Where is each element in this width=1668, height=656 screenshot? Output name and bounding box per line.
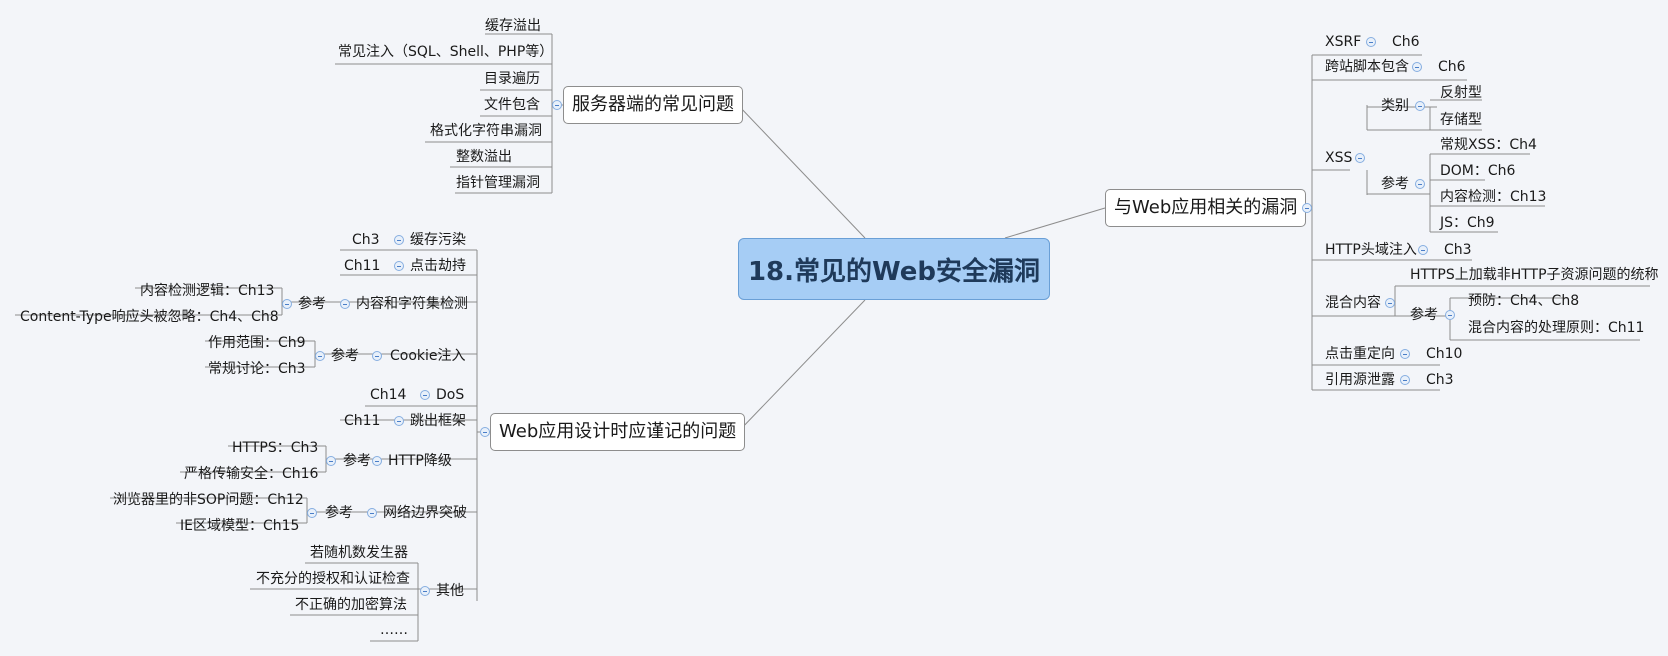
- node-referer-leak[interactable]: 引用源泄露: [1325, 372, 1395, 388]
- node-xss[interactable]: XSS: [1325, 150, 1353, 166]
- ref-label: 参考: [298, 296, 326, 312]
- ref-ch3: Ch3: [352, 232, 380, 248]
- leaf-stored: 存储型: [1440, 112, 1482, 128]
- ref-content-logic: 内容检测逻辑：Ch13: [140, 283, 275, 299]
- ref-ch11: Ch11: [344, 413, 381, 429]
- node-pointer-mgmt[interactable]: 指针管理漏洞: [456, 175, 540, 191]
- collapse-icon[interactable]: [1415, 101, 1425, 111]
- leaf-reflected: 反射型: [1440, 85, 1482, 101]
- branch-design-issues[interactable]: Web应用设计时应谨记的问题: [490, 413, 746, 451]
- collapse-icon[interactable]: [372, 456, 382, 466]
- branch-web-vulns[interactable]: 与Web应用相关的漏洞: [1105, 189, 1307, 227]
- collapse-icon[interactable]: [1445, 310, 1455, 320]
- leaf-mixed-rule: 混合内容的处理原则：Ch11: [1468, 320, 1645, 336]
- leaf-mixed-def: HTTPS上加载非HTTP子资源问题的统称: [1410, 267, 1659, 283]
- node-other[interactable]: 其他: [436, 583, 464, 599]
- node-clickjacking[interactable]: 点击劫持: [410, 258, 466, 274]
- node-dos[interactable]: DoS: [436, 387, 465, 403]
- item-auth-check: 不充分的授权和认证检查: [256, 571, 410, 587]
- collapse-icon[interactable]: [552, 100, 562, 110]
- group-ref[interactable]: 参考: [1381, 176, 1409, 192]
- ref-https: HTTPS：Ch3: [232, 440, 319, 456]
- collapse-icon[interactable]: [1400, 349, 1410, 359]
- node-content-charset[interactable]: 内容和字符集检测: [356, 296, 468, 312]
- collapse-icon[interactable]: [394, 235, 404, 245]
- collapse-icon[interactable]: [340, 299, 350, 309]
- node-file-include[interactable]: 文件包含: [484, 97, 540, 113]
- collapse-icon[interactable]: [1366, 37, 1376, 47]
- collapse-icon[interactable]: [282, 299, 292, 309]
- node-xsrf[interactable]: XSRF: [1325, 34, 1362, 50]
- collapse-icon[interactable]: [1302, 203, 1312, 213]
- node-frame-bust[interactable]: 跳出框架: [410, 413, 466, 429]
- ref-label: 参考: [331, 348, 359, 364]
- collapse-icon[interactable]: [420, 390, 430, 400]
- collapse-icon[interactable]: [1412, 62, 1422, 72]
- node-cookie-inject[interactable]: Cookie注入: [390, 348, 466, 364]
- node-common-injection[interactable]: 常见注入（SQL、Shell、PHP等）: [338, 44, 554, 60]
- ref-label: 参考: [343, 453, 371, 469]
- node-format-string[interactable]: 格式化字符串漏洞: [430, 123, 542, 139]
- ref-ch6: Ch6: [1438, 59, 1466, 75]
- collapse-icon[interactable]: [326, 456, 336, 466]
- collapse-icon[interactable]: [480, 427, 490, 437]
- node-http-downgrade[interactable]: HTTP降级: [388, 453, 452, 469]
- ref-label: 参考: [325, 505, 353, 521]
- collapse-icon[interactable]: [1400, 375, 1410, 385]
- collapse-icon[interactable]: [394, 416, 404, 426]
- collapse-icon[interactable]: [420, 586, 430, 596]
- node-buffer-overflow[interactable]: 缓存溢出: [485, 18, 541, 34]
- collapse-icon[interactable]: [307, 508, 317, 518]
- node-xssi[interactable]: 跨站脚本包含: [1325, 59, 1409, 75]
- collapse-icon[interactable]: [1418, 245, 1428, 255]
- central-topic[interactable]: 18.常见的Web安全漏洞: [738, 238, 1050, 300]
- group-category[interactable]: 类别: [1381, 98, 1409, 114]
- node-mixed-content[interactable]: 混合内容: [1325, 295, 1381, 311]
- ref-ch3: Ch3: [1444, 242, 1472, 258]
- item-crypto: 不正确的加密算法: [295, 597, 407, 613]
- group-ref[interactable]: 参考: [1410, 307, 1438, 323]
- node-click-redirect[interactable]: 点击重定向: [1325, 346, 1395, 362]
- node-net-boundary[interactable]: 网络边界突破: [383, 505, 467, 521]
- leaf-content-detect: 内容检测：Ch13: [1440, 189, 1547, 205]
- collapse-icon[interactable]: [372, 351, 382, 361]
- collapse-icon[interactable]: [1355, 153, 1365, 163]
- branch-server-issues[interactable]: 服务器端的常见问题: [563, 86, 743, 124]
- ref-ch11: Ch11: [344, 258, 381, 274]
- ref-ie-zone: IE区域模型：Ch15: [180, 518, 300, 534]
- leaf-dom: DOM：Ch6: [1440, 163, 1516, 179]
- collapse-icon[interactable]: [394, 261, 404, 271]
- item-ellipsis: ……: [380, 622, 408, 638]
- ref-scope: 作用范围：Ch9: [208, 335, 306, 351]
- item-weak-rng: 若随机数发生器: [310, 545, 408, 561]
- ref-ch6: Ch6: [1392, 34, 1420, 50]
- collapse-icon[interactable]: [1415, 179, 1425, 189]
- ref-ch3: Ch3: [1426, 372, 1454, 388]
- collapse-icon[interactable]: [315, 351, 325, 361]
- collapse-icon[interactable]: [1385, 298, 1395, 308]
- ref-ch10: Ch10: [1426, 346, 1463, 362]
- node-dir-traversal[interactable]: 目录遍历: [484, 71, 540, 87]
- ref-general: 常规讨论：Ch3: [208, 361, 306, 377]
- ref-content-type: Content-Type响应头被忽略：Ch4、Ch8: [20, 309, 279, 325]
- leaf-prevent: 预防：Ch4、Ch8: [1468, 293, 1580, 309]
- node-cache-poison[interactable]: 缓存污染: [410, 232, 466, 248]
- node-header-inject[interactable]: HTTP头域注入: [1325, 242, 1417, 258]
- ref-hsts: 严格传输安全：Ch16: [184, 466, 319, 482]
- leaf-xss-general: 常规XSS：Ch4: [1440, 137, 1537, 153]
- collapse-icon[interactable]: [367, 508, 377, 518]
- ref-ch14: Ch14: [370, 387, 407, 403]
- node-integer-overflow[interactable]: 整数溢出: [456, 149, 512, 165]
- ref-non-sop: 浏览器里的非SOP问题：Ch12: [113, 492, 304, 508]
- leaf-js: JS：Ch9: [1440, 215, 1495, 231]
